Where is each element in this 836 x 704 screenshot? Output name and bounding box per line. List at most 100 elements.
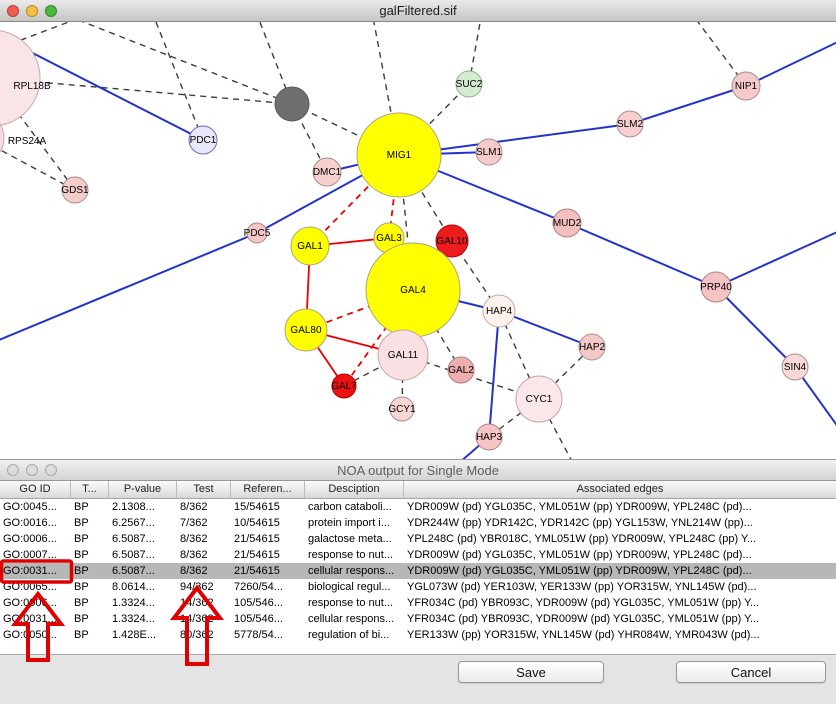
table-cell-reference: 10/54615 bbox=[234, 517, 280, 529]
column-header-p-value[interactable]: P-value bbox=[109, 481, 177, 498]
node-label: SLM2 bbox=[617, 119, 644, 130]
column-header-type[interactable]: T... bbox=[71, 481, 109, 498]
column-header-reference[interactable]: Referen... bbox=[231, 481, 305, 498]
close-button[interactable] bbox=[7, 5, 19, 17]
cancel-button[interactable]: Cancel bbox=[676, 661, 826, 683]
network-node-unnamed-gray[interactable] bbox=[274, 86, 310, 122]
table-cell-type: BP bbox=[74, 581, 89, 593]
table-cell-go_id: GO:0031... bbox=[3, 613, 57, 625]
network-node-GAL2[interactable]: GAL2 bbox=[447, 356, 475, 384]
network-edge-pp[interactable] bbox=[715, 228, 836, 288]
network-node-GAL80[interactable]: GAL80 bbox=[284, 308, 328, 352]
network-edge-pp[interactable] bbox=[715, 286, 796, 368]
minimize-button[interactable] bbox=[26, 5, 38, 17]
zoom-button[interactable] bbox=[45, 5, 57, 17]
network-edge-pp[interactable] bbox=[794, 366, 836, 438]
network-edge-pp[interactable] bbox=[488, 310, 500, 438]
save-button[interactable]: Save bbox=[458, 661, 604, 683]
table-cell-reference: 5778/54... bbox=[234, 629, 283, 641]
network-node-GCY1[interactable]: GCY1 bbox=[388, 396, 416, 422]
network-edge-red_dash[interactable] bbox=[305, 289, 414, 331]
table-cell-type: BP bbox=[74, 629, 89, 641]
network-node-SLM2[interactable]: SLM2 bbox=[616, 110, 644, 138]
network-node-CYC1[interactable]: CYC1 bbox=[515, 375, 563, 423]
column-header-go-id[interactable]: GO ID bbox=[0, 481, 71, 498]
network-node-PDC5[interactable]: PDC5 bbox=[244, 222, 271, 244]
network-edge-pp[interactable] bbox=[745, 38, 836, 87]
network-node-DMC1[interactable]: DMC1 bbox=[312, 157, 342, 187]
network-edge-pd[interactable] bbox=[0, 138, 76, 191]
node-label: HAP2 bbox=[579, 342, 606, 353]
network-edge-pd[interactable] bbox=[58, 22, 293, 105]
network-node-MIG1[interactable]: MIG1 bbox=[356, 112, 442, 198]
network-node-GAL7[interactable]: GAL7 bbox=[331, 373, 357, 399]
network-node-PDC1[interactable]: PDC1 bbox=[188, 125, 218, 155]
network-node-GAL10[interactable]: GAL10 bbox=[435, 224, 469, 258]
table-cell-edges: YDR009W (pd) YGL035C, YML051W (pp) YDR00… bbox=[407, 565, 752, 577]
network-edge-pp[interactable] bbox=[629, 85, 747, 125]
table-cell-go_id: GO:0031... bbox=[3, 565, 57, 577]
table-cell-type: BP bbox=[74, 565, 89, 577]
network-node-SUC2[interactable]: SUC2 bbox=[455, 70, 483, 98]
node-label: GAL4 bbox=[400, 285, 426, 296]
minimize-button[interactable] bbox=[26, 464, 38, 476]
table-cell-p_value: 1.428E... bbox=[112, 629, 157, 641]
network-node-RPL18B[interactable]: RPL18B bbox=[0, 30, 51, 126]
network-edge-red_dash[interactable] bbox=[343, 289, 414, 387]
table-cell-test: 94/362 bbox=[180, 581, 214, 593]
network-edge-pp[interactable] bbox=[498, 310, 593, 348]
network-edge-pp[interactable] bbox=[566, 222, 717, 288]
table-cell-test: 14/362 bbox=[180, 597, 214, 609]
table-cell-type: BP bbox=[74, 501, 89, 513]
zoom-button[interactable] bbox=[45, 464, 57, 476]
table-cell-edges: YDR009W (pd) YGL035C, YML051W (pp) YDR00… bbox=[407, 501, 752, 513]
network-window-titlebar[interactable]: galFiltered.sif bbox=[0, 0, 836, 22]
network-edge-pd[interactable] bbox=[692, 22, 747, 87]
network-node-RPS24A[interactable]: RPS24A bbox=[0, 112, 47, 164]
network-node-MUD2[interactable]: MUD2 bbox=[552, 208, 582, 238]
close-button[interactable] bbox=[7, 464, 19, 476]
network-node-SLM1[interactable]: SLM1 bbox=[475, 138, 503, 166]
network-edge-pp[interactable] bbox=[0, 232, 258, 352]
column-header-description[interactable]: Desciption bbox=[305, 481, 404, 498]
network-edge-pd[interactable] bbox=[152, 22, 204, 141]
node-label: HAP3 bbox=[476, 432, 503, 443]
network-node-HAP3[interactable]: HAP3 bbox=[475, 423, 503, 451]
table-cell-p_value: 6.5087... bbox=[112, 533, 155, 545]
table-cell-edges: YDR009W (pd) YGL035C, YML051W (pp) YDR00… bbox=[407, 549, 752, 561]
table-cell-test: 8/362 bbox=[180, 565, 208, 577]
network-node-HAP4[interactable]: HAP4 bbox=[482, 294, 516, 328]
node-label: GCY1 bbox=[388, 404, 416, 415]
node-label: DMC1 bbox=[313, 167, 342, 178]
table-cell-reference: 21/54615 bbox=[234, 565, 280, 577]
network-edge-pd[interactable] bbox=[291, 103, 400, 156]
network-node-GAL1[interactable]: GAL1 bbox=[290, 226, 330, 266]
network-node-SIN4[interactable]: SIN4 bbox=[781, 353, 809, 381]
node-label: GAL1 bbox=[297, 241, 323, 252]
network-node-NIP1[interactable]: NIP1 bbox=[731, 71, 761, 101]
network-node-GDS1[interactable]: GDS1 bbox=[61, 176, 89, 204]
table-cell-go_id: GO:0045... bbox=[3, 501, 57, 513]
node-label: MUD2 bbox=[553, 218, 582, 229]
table-cell-reference: 7260/54... bbox=[234, 581, 283, 593]
noa-window-titlebar[interactable]: NOA output for Single Mode bbox=[0, 460, 836, 481]
network-node-GAL11[interactable]: GAL11 bbox=[377, 329, 429, 381]
network-node-HAP2[interactable]: HAP2 bbox=[578, 333, 606, 361]
column-header-test[interactable]: Test bbox=[177, 481, 231, 498]
table-cell-edges: YDR244W (pp) YDR142C, YDR142C (pp) YGL15… bbox=[407, 517, 753, 529]
network-node-GAL4[interactable]: GAL4 bbox=[365, 242, 461, 338]
column-header-associated-edges[interactable]: Associated edges bbox=[576, 483, 664, 495]
table-cell-type: BP bbox=[74, 549, 89, 561]
network-node-PRP40[interactable]: PRP40 bbox=[700, 271, 732, 303]
